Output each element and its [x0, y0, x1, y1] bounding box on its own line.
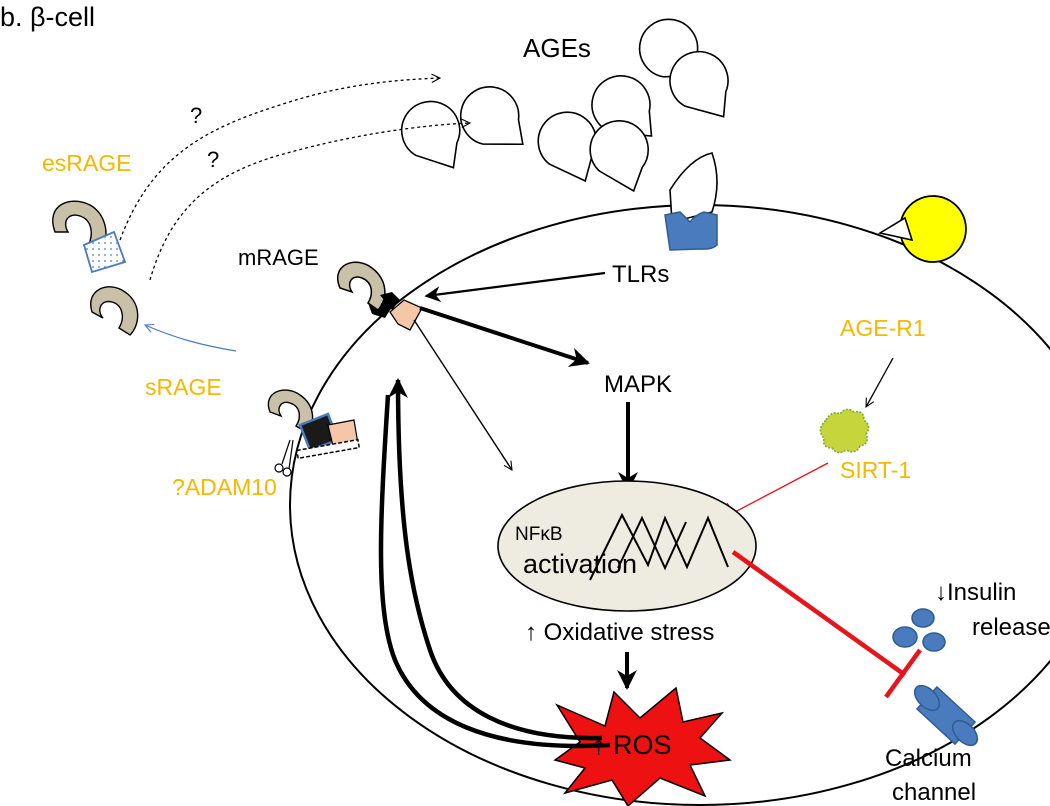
- arrow-age-r1-to-sirt1: [866, 357, 894, 407]
- nfkb-inhibits-insulin: [731, 550, 907, 677]
- esrage-molecule: [52, 200, 127, 274]
- srage-molecule: [90, 286, 139, 336]
- mrage-receptor: [337, 261, 423, 331]
- esrage-label: esRAGE: [42, 150, 131, 176]
- age-molecule: [589, 120, 649, 193]
- age-molecule: [400, 100, 461, 169]
- sirt1-blob: [819, 408, 870, 454]
- age-molecule: [669, 50, 729, 118]
- dashed-arrow-esrage: [119, 78, 440, 241]
- arrow-tlrs-to-mrage: [424, 271, 606, 303]
- scissors-icon: [274, 439, 294, 477]
- arrow-ros-curve-inner: [378, 394, 611, 749]
- mrage-label: mRAGE: [238, 245, 319, 270]
- question-mark-1: ?: [190, 103, 202, 128]
- nfkb-label: NFκB: [515, 524, 563, 545]
- sirt1-inhibits-nfkb: [732, 462, 829, 514]
- age-molecule: [459, 86, 524, 146]
- panel-label: b. β-cell: [0, 2, 95, 32]
- mapk-label: MAPK: [604, 371, 672, 398]
- age-r1-receptor: [877, 195, 967, 263]
- calcium-channel: [913, 684, 979, 747]
- insulin-inhibition-bar: [884, 648, 922, 699]
- adam10-rage: [267, 389, 361, 460]
- tlrs-label: TLRs: [612, 261, 669, 288]
- oxidative-stress-label: ↑ Oxidative stress: [525, 619, 714, 646]
- srage-arrow: [145, 325, 237, 352]
- dna-zigzag: [589, 512, 729, 581]
- srage-label: sRAGE: [145, 374, 222, 400]
- question-mark-2: ?: [207, 147, 219, 172]
- calcium-label-line2: channel: [892, 779, 976, 806]
- arrow-mrage-to-mapk: [419, 306, 590, 367]
- adam10-label: ?ADAM10: [172, 474, 277, 500]
- activation-label: activation: [523, 549, 637, 579]
- calcium-label-line1: Calcium: [885, 745, 972, 772]
- age-bound-tlr: [669, 152, 718, 224]
- ros-starburst: [553, 686, 732, 806]
- nucleus: [497, 480, 757, 612]
- age-r1-label: AGE-R1: [840, 315, 926, 341]
- insulin-label-line2: release: [972, 614, 1050, 641]
- sirt1-label: SIRT-1: [840, 457, 911, 483]
- dna-zigzag-inner: [617, 515, 687, 571]
- ages-label: AGEs: [523, 33, 591, 63]
- tlr-receptor: [664, 211, 718, 251]
- insulin-granules: [892, 608, 946, 652]
- arrow-ros-to-mrage: [388, 378, 603, 741]
- insulin-label-line1: ↓Insulin: [935, 579, 1016, 606]
- age-molecule: [591, 75, 653, 137]
- arrow-mrage-to-nfkb: [413, 319, 512, 470]
- age-molecules: [400, 18, 729, 193]
